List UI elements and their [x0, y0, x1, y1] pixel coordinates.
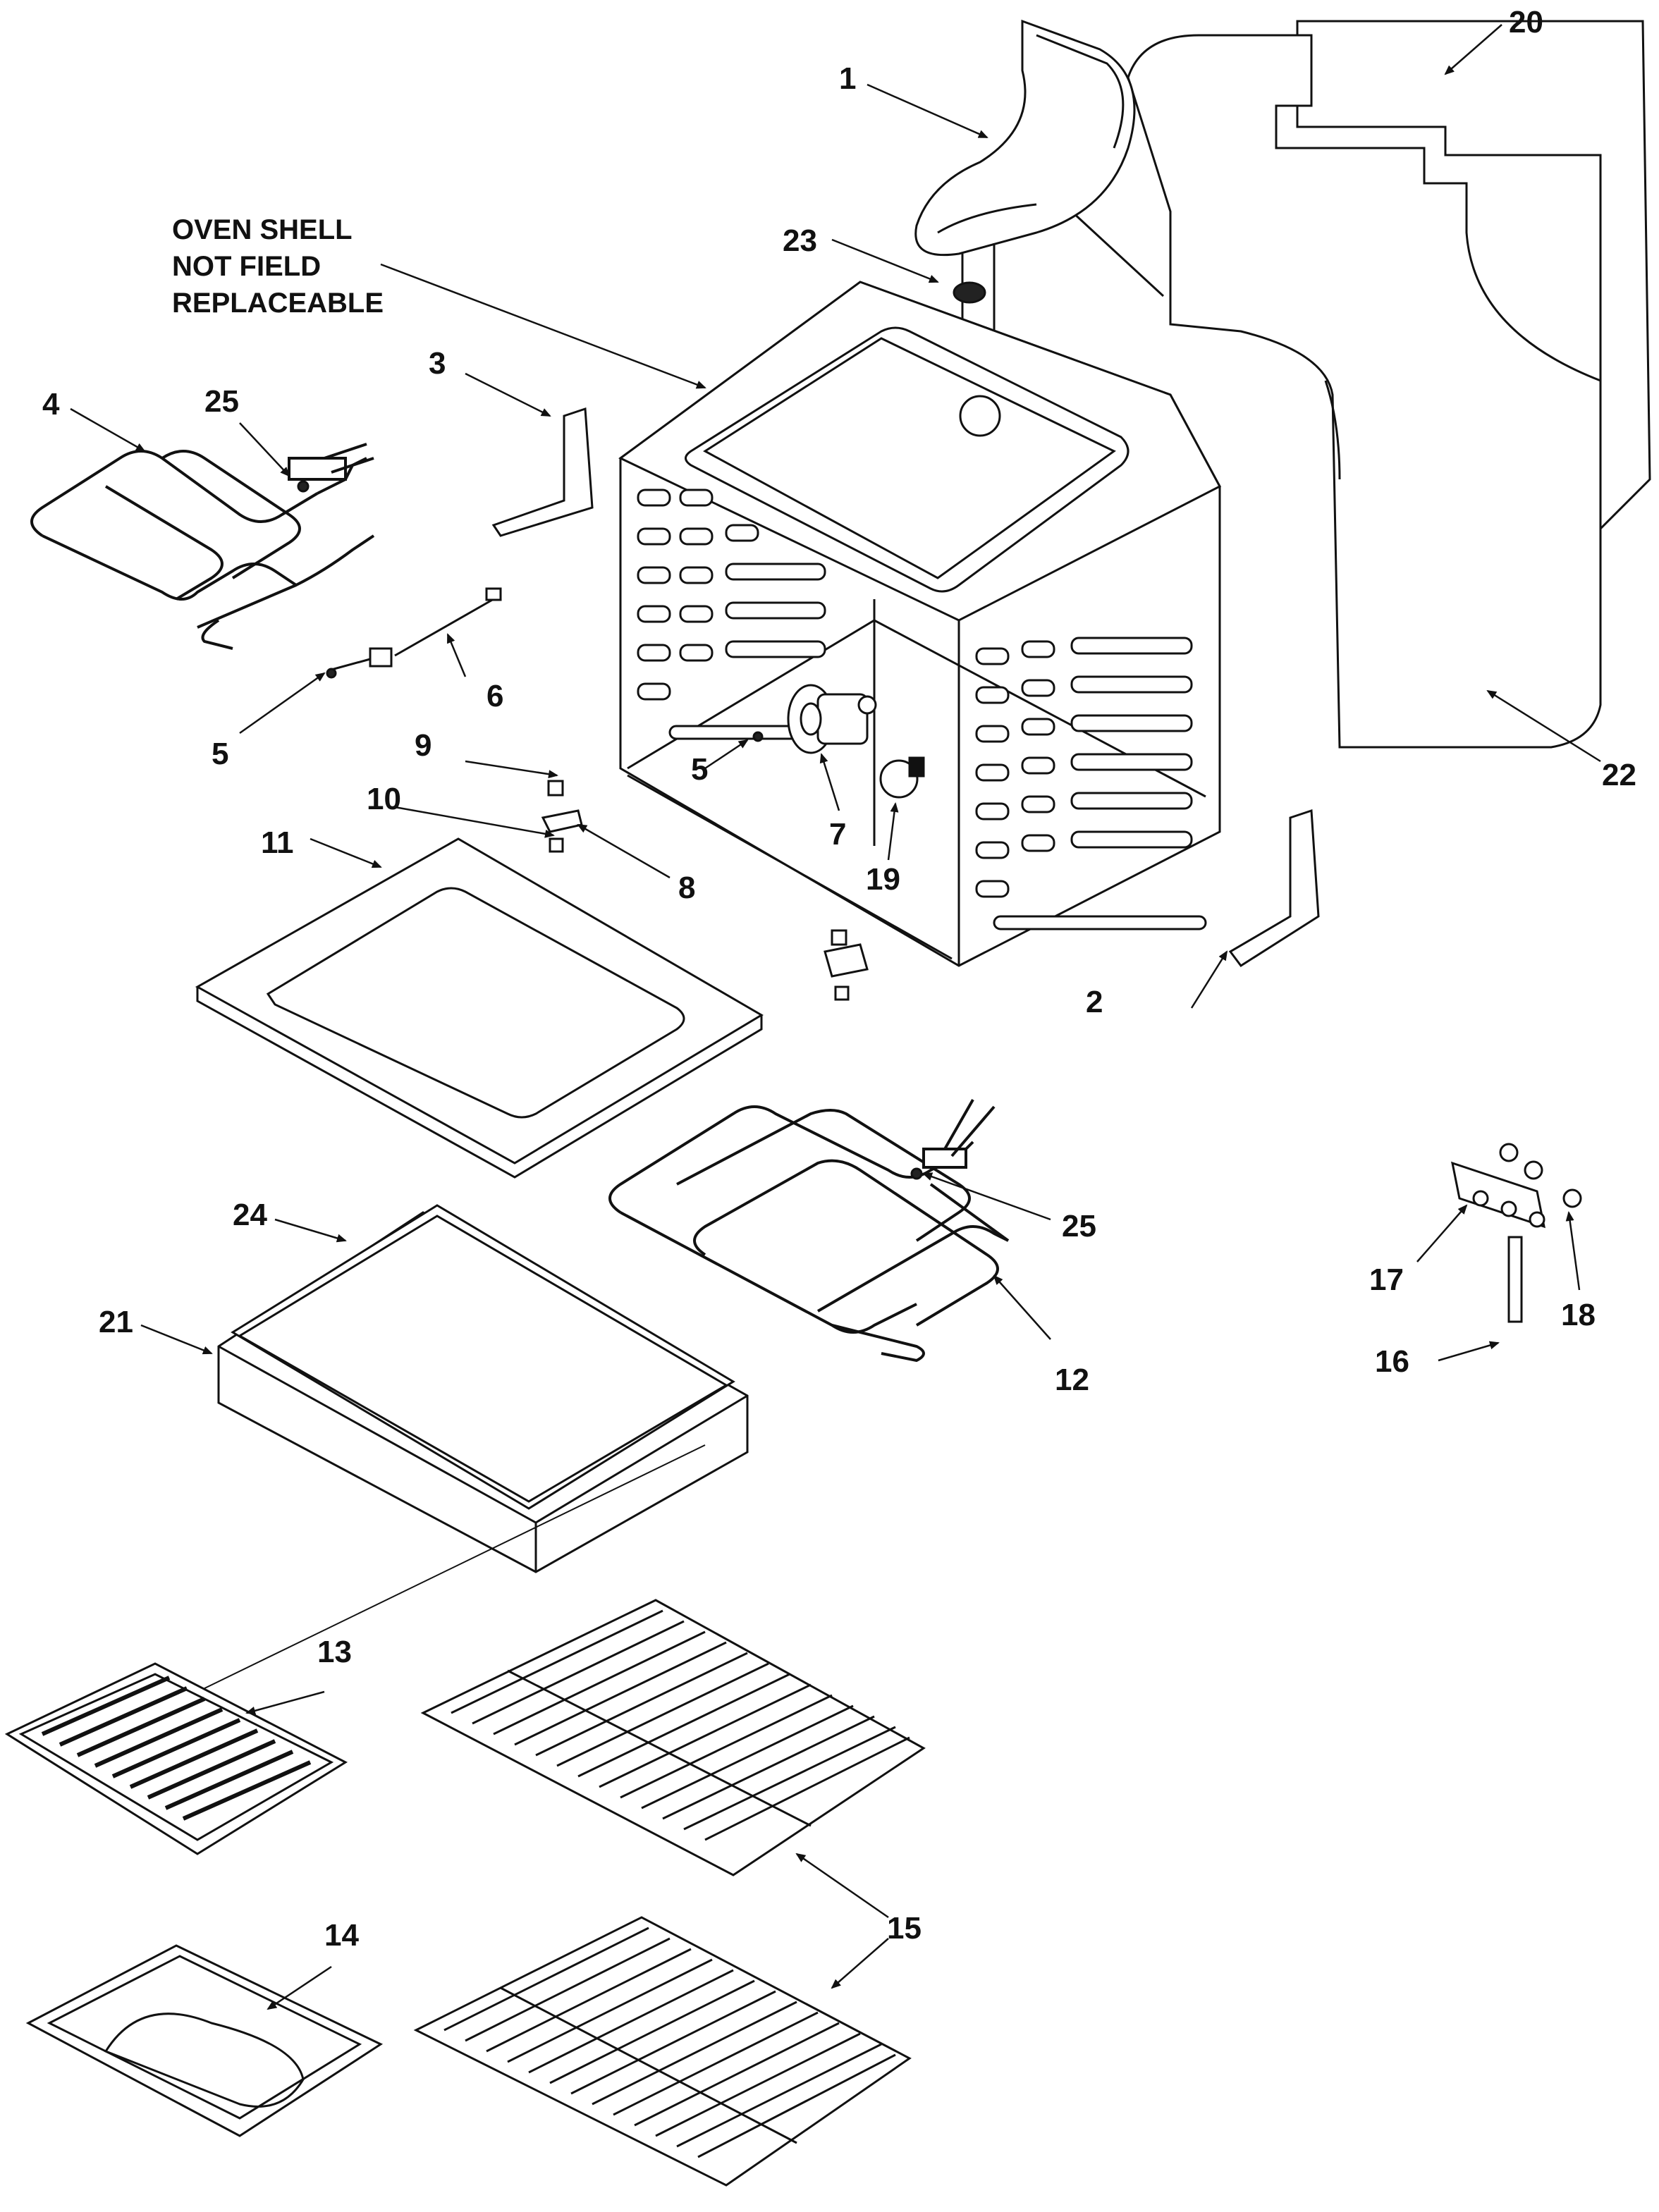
clip-25-upper — [297, 480, 310, 493]
callout-11: 11 — [261, 825, 294, 860]
vent-grommet — [953, 281, 986, 304]
oven-bottom-panel — [195, 837, 764, 1179]
callout-8: 8 — [678, 871, 696, 905]
callout-25-upper: 25 — [204, 384, 239, 419]
broil-pan-insert — [4, 1662, 348, 1855]
screw-center — [752, 731, 764, 742]
callout-21: 21 — [99, 1305, 133, 1339]
callout-9: 9 — [415, 728, 432, 763]
callout-2: 2 — [1086, 985, 1103, 1019]
callout-24: 24 — [233, 1198, 267, 1232]
oven-shell — [618, 281, 1222, 967]
convection-fan-motor — [787, 684, 877, 754]
callout-19: 19 — [866, 862, 900, 897]
callout-3: 3 — [429, 346, 446, 381]
callout-16: 16 — [1375, 1344, 1409, 1379]
callout-14: 14 — [324, 1918, 359, 1953]
right-side-louvers — [975, 637, 1207, 930]
screw-left — [326, 668, 337, 679]
callout-1: 1 — [839, 61, 857, 96]
callout-15: 15 — [887, 1911, 922, 1946]
note-line-2: NOT FIELD — [172, 251, 322, 282]
oven-rack-upper — [420, 1599, 926, 1876]
callout-6: 6 — [486, 679, 504, 713]
callout-10: 10 — [367, 782, 401, 816]
mounting-bracket-left — [491, 407, 594, 537]
callout-12: 12 — [1055, 1363, 1089, 1397]
callout-5-center: 5 — [691, 752, 709, 787]
callout-5-left: 5 — [212, 737, 229, 771]
callout-4: 4 — [42, 387, 60, 422]
callout-23: 23 — [783, 223, 817, 258]
callout-25-lower: 25 — [1062, 1209, 1096, 1243]
door-hinge-hardware — [541, 780, 869, 1001]
warming-drawer — [217, 1204, 749, 1573]
oven-shell-note-leader — [380, 263, 706, 389]
callout-18: 18 — [1561, 1298, 1596, 1332]
note-line-1: OVEN SHELL — [172, 214, 353, 245]
clip-25-lower — [910, 1167, 923, 1180]
callout-17: 17 — [1369, 1262, 1404, 1297]
oven-lamp — [879, 756, 925, 799]
leader-lines — [70, 24, 1601, 2010]
mounting-bracket-right — [1228, 809, 1320, 968]
temperature-sensor — [331, 587, 502, 671]
oven-shell-note: OVEN SHELL NOT FIELD REPLACEABLE — [172, 211, 384, 321]
broil-pan — [25, 1944, 384, 2137]
callout-13: 13 — [317, 1635, 352, 1669]
callout-22: 22 — [1602, 758, 1636, 792]
note-line-3: REPLACEABLE — [172, 288, 384, 319]
broil-element — [30, 443, 375, 650]
left-side-louvers — [637, 489, 826, 740]
oven-rack-lower — [413, 1916, 912, 2187]
assembly-guide-line — [197, 1444, 706, 1692]
terminal-block — [1451, 1143, 1582, 1323]
callout-7: 7 — [829, 817, 847, 852]
insulation-wrap — [1056, 20, 1651, 749]
callout-20: 20 — [1509, 5, 1543, 39]
bake-element — [608, 1099, 1010, 1363]
small-hardware — [297, 281, 986, 1180]
